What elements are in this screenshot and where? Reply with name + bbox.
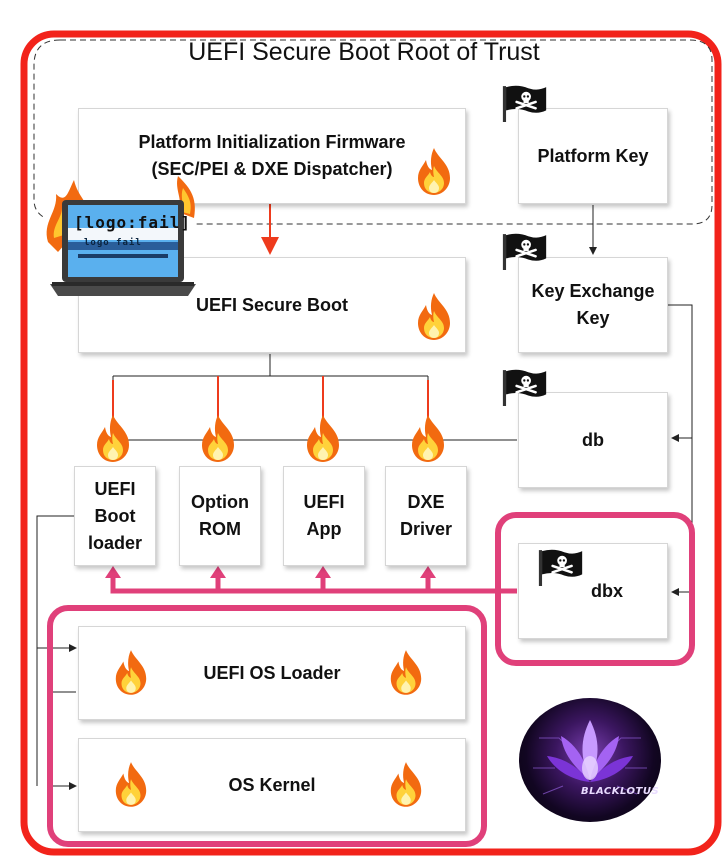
flame-icon	[112, 760, 150, 808]
boot-loader-line3: loader	[87, 532, 143, 553]
flame-icon	[112, 648, 150, 696]
pirate-flag-icon	[536, 548, 584, 586]
laptop-under-text: logo fail	[84, 238, 142, 248]
pirate-flag-icon	[500, 84, 548, 122]
flame-icon	[93, 412, 133, 464]
db-label: db	[582, 429, 604, 450]
dxe-driver-line1: DXE	[407, 492, 445, 512]
pirate-flag-icon	[500, 368, 548, 406]
dxe-driver-line2: Driver	[399, 519, 453, 539]
flame-icon	[414, 145, 454, 197]
flame-icon	[198, 412, 238, 464]
kek-box: Key Exchange Key	[518, 257, 668, 353]
flame-icon	[414, 290, 454, 342]
root-of-trust-boundary	[60, 39, 713, 225]
platform-key-label: Platform Key	[537, 145, 649, 166]
os-loader-label: UEFI OS Loader	[203, 662, 341, 683]
option-rom-box: Option ROM	[179, 466, 261, 566]
option-rom-line2: ROM	[199, 519, 241, 539]
blacklotus-logo: BLACKLOTUS	[519, 698, 661, 822]
pi-firmware-box: Platform Initialization Firmware (SEC/PE…	[78, 108, 466, 204]
diagram-title: UEFI Secure Boot Root of Trust	[188, 38, 540, 66]
uefi-app-box: UEFI App	[283, 466, 365, 566]
kek-line2: Key	[576, 308, 610, 328]
kek-line1: Key Exchange	[531, 281, 655, 301]
logo-text: BLACKLOTUS	[581, 786, 660, 797]
dbx-label: dbx	[590, 580, 623, 601]
flame-icon	[408, 412, 448, 464]
platform-key-box: Platform Key	[518, 108, 668, 204]
laptop-icon: [logo:fail] logo fail	[38, 172, 198, 302]
pirate-flag-icon	[500, 232, 548, 270]
boot-loader-line1: UEFI	[94, 478, 136, 499]
flame-icon	[303, 412, 343, 464]
option-rom-line1: Option	[191, 492, 249, 512]
os-kernel-label: OS Kernel	[228, 774, 316, 795]
uefi-app-line1: UEFI	[303, 492, 345, 512]
flame-icon	[387, 648, 425, 696]
boot-loader-line2: Boot	[94, 505, 136, 526]
secure-boot-label: UEFI Secure Boot	[195, 294, 349, 315]
dbx-highlight	[495, 512, 695, 666]
os-highlight	[47, 605, 487, 847]
uefi-app-line2: App	[306, 519, 342, 539]
flame-icon	[387, 760, 425, 808]
dxe-driver-box: DXE Driver	[385, 466, 467, 566]
pi-firmware-line2: (SEC/PEI & DXE Dispatcher)	[151, 159, 393, 179]
laptop-screen-text: [logo:fail]	[74, 213, 191, 232]
db-box: db	[518, 392, 668, 488]
outer-frame	[20, 30, 722, 856]
boot-loader-box: UEFI Boot loader	[74, 466, 156, 566]
pi-firmware-line1: Platform Initialization Firmware	[138, 132, 406, 152]
